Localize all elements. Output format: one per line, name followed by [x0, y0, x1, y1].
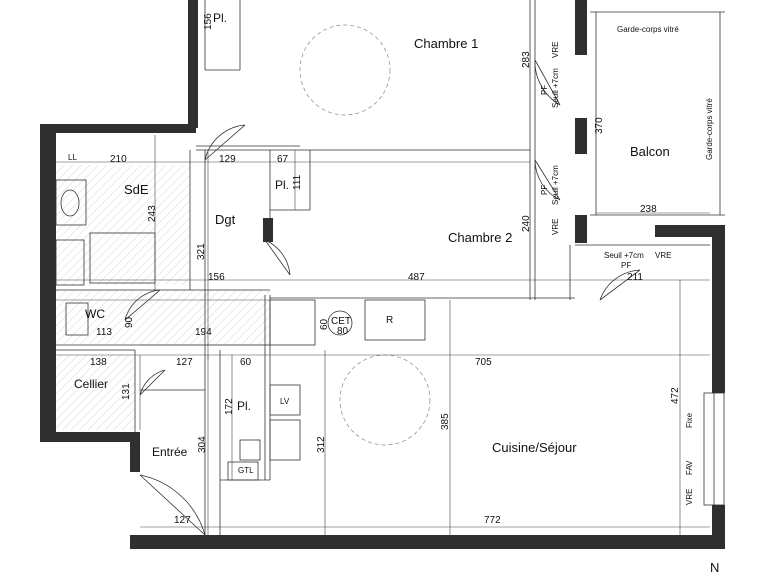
dim-127a: 127 [176, 357, 193, 368]
fixtures [55, 179, 426, 481]
annotations: Garde-corps vitré Garde-corps vitré VRE … [540, 25, 719, 575]
dim-60b: 60 [240, 357, 252, 368]
annotation-pf-ch2: PF [540, 185, 549, 195]
dim-370: 370 [594, 117, 605, 134]
dim-127b: 127 [174, 515, 191, 526]
annotation-pf-ch1: PF [540, 85, 549, 95]
clearance-circles [299, 24, 431, 446]
annotation-vre-sejour: VRE [655, 251, 671, 260]
room-label-sde: SdE [124, 182, 149, 197]
dim-156: 156 [208, 272, 225, 283]
dimension-lines [56, 135, 710, 535]
room-label-wc: WC [85, 307, 105, 321]
dim-243: 243 [147, 205, 158, 222]
room-label-chambre1: Chambre 1 [414, 36, 478, 51]
dim-312: 312 [316, 436, 327, 453]
dim-283: 283 [521, 51, 532, 68]
dim-90: 90 [124, 316, 135, 328]
dim-194: 194 [195, 327, 212, 338]
annotation-fixe: Fixe [685, 412, 694, 428]
room-label-dgt: Dgt [215, 212, 236, 227]
dim-385: 385 [440, 413, 451, 430]
room-label-cellier: Cellier [74, 377, 108, 391]
dim-156-top: 156 [203, 13, 214, 30]
annotation-vre-window: VRE [685, 489, 694, 505]
windows [703, 392, 725, 506]
label-cet: CET [331, 316, 351, 327]
dim-129: 129 [219, 154, 236, 165]
annotation-vre-ch2: VRE [551, 219, 560, 235]
label-gtl: GTL [238, 466, 254, 475]
dim-211: 211 [627, 272, 643, 283]
dim-60a: 60 [319, 318, 330, 330]
dim-67: 67 [277, 154, 289, 165]
dim-138: 138 [90, 357, 107, 368]
interior-walls [56, 0, 725, 535]
room-label-cuisine-sejour: Cuisine/Séjour [492, 440, 577, 455]
dim-472: 472 [670, 387, 681, 404]
annotation-pf-sejour: PF [621, 261, 631, 270]
exterior-walls [40, 0, 725, 549]
annotation-vre-ch1: VRE [551, 42, 560, 58]
dim-111: 111 [292, 174, 303, 190]
annotation-seuil-ch1: Seuil +7cm [551, 68, 560, 108]
room-label-chambre2: Chambre 2 [448, 230, 512, 245]
dim-210: 210 [110, 154, 127, 165]
dim-772: 772 [484, 515, 501, 526]
annotation-seuil-sejour: Seuil +7cm [604, 251, 644, 260]
annotation-fav: FAV [685, 460, 694, 475]
room-label-entree: Entrée [152, 445, 188, 459]
dim-80: 80 [337, 326, 349, 337]
north-indicator: N [710, 560, 719, 575]
dim-240: 240 [521, 215, 532, 232]
room-labels: Chambre 1 Chambre 2 Balcon SdE Dgt WC Ce… [68, 11, 670, 475]
annotation-garde-corps-right: Garde-corps vitré [705, 98, 714, 160]
dim-113: 113 [96, 327, 112, 338]
hatched-areas [55, 165, 270, 430]
door-swings [124, 59, 641, 536]
dim-172: 172 [224, 398, 235, 415]
dim-131: 131 [121, 383, 132, 400]
room-label-balcon: Balcon [630, 144, 670, 159]
label-lv: LV [280, 397, 290, 406]
dimension-labels: 156 283 370 210 129 67 111 243 321 240 2… [90, 13, 681, 526]
label-ll: LL [68, 153, 77, 162]
dim-705: 705 [475, 357, 492, 368]
annotation-seuil-ch2: Seuil +7cm [551, 165, 560, 205]
dim-487: 487 [408, 272, 425, 283]
dim-238: 238 [640, 204, 657, 215]
label-r: R [386, 315, 393, 326]
dim-304: 304 [197, 436, 208, 453]
room-label-placard-top: Pl. [213, 11, 227, 25]
annotation-garde-corps-top: Garde-corps vitré [617, 25, 679, 34]
room-label-placard-dgt: Pl. [275, 178, 289, 192]
room-label-placard-entree: Pl. [237, 399, 251, 413]
dim-321: 321 [196, 243, 207, 260]
